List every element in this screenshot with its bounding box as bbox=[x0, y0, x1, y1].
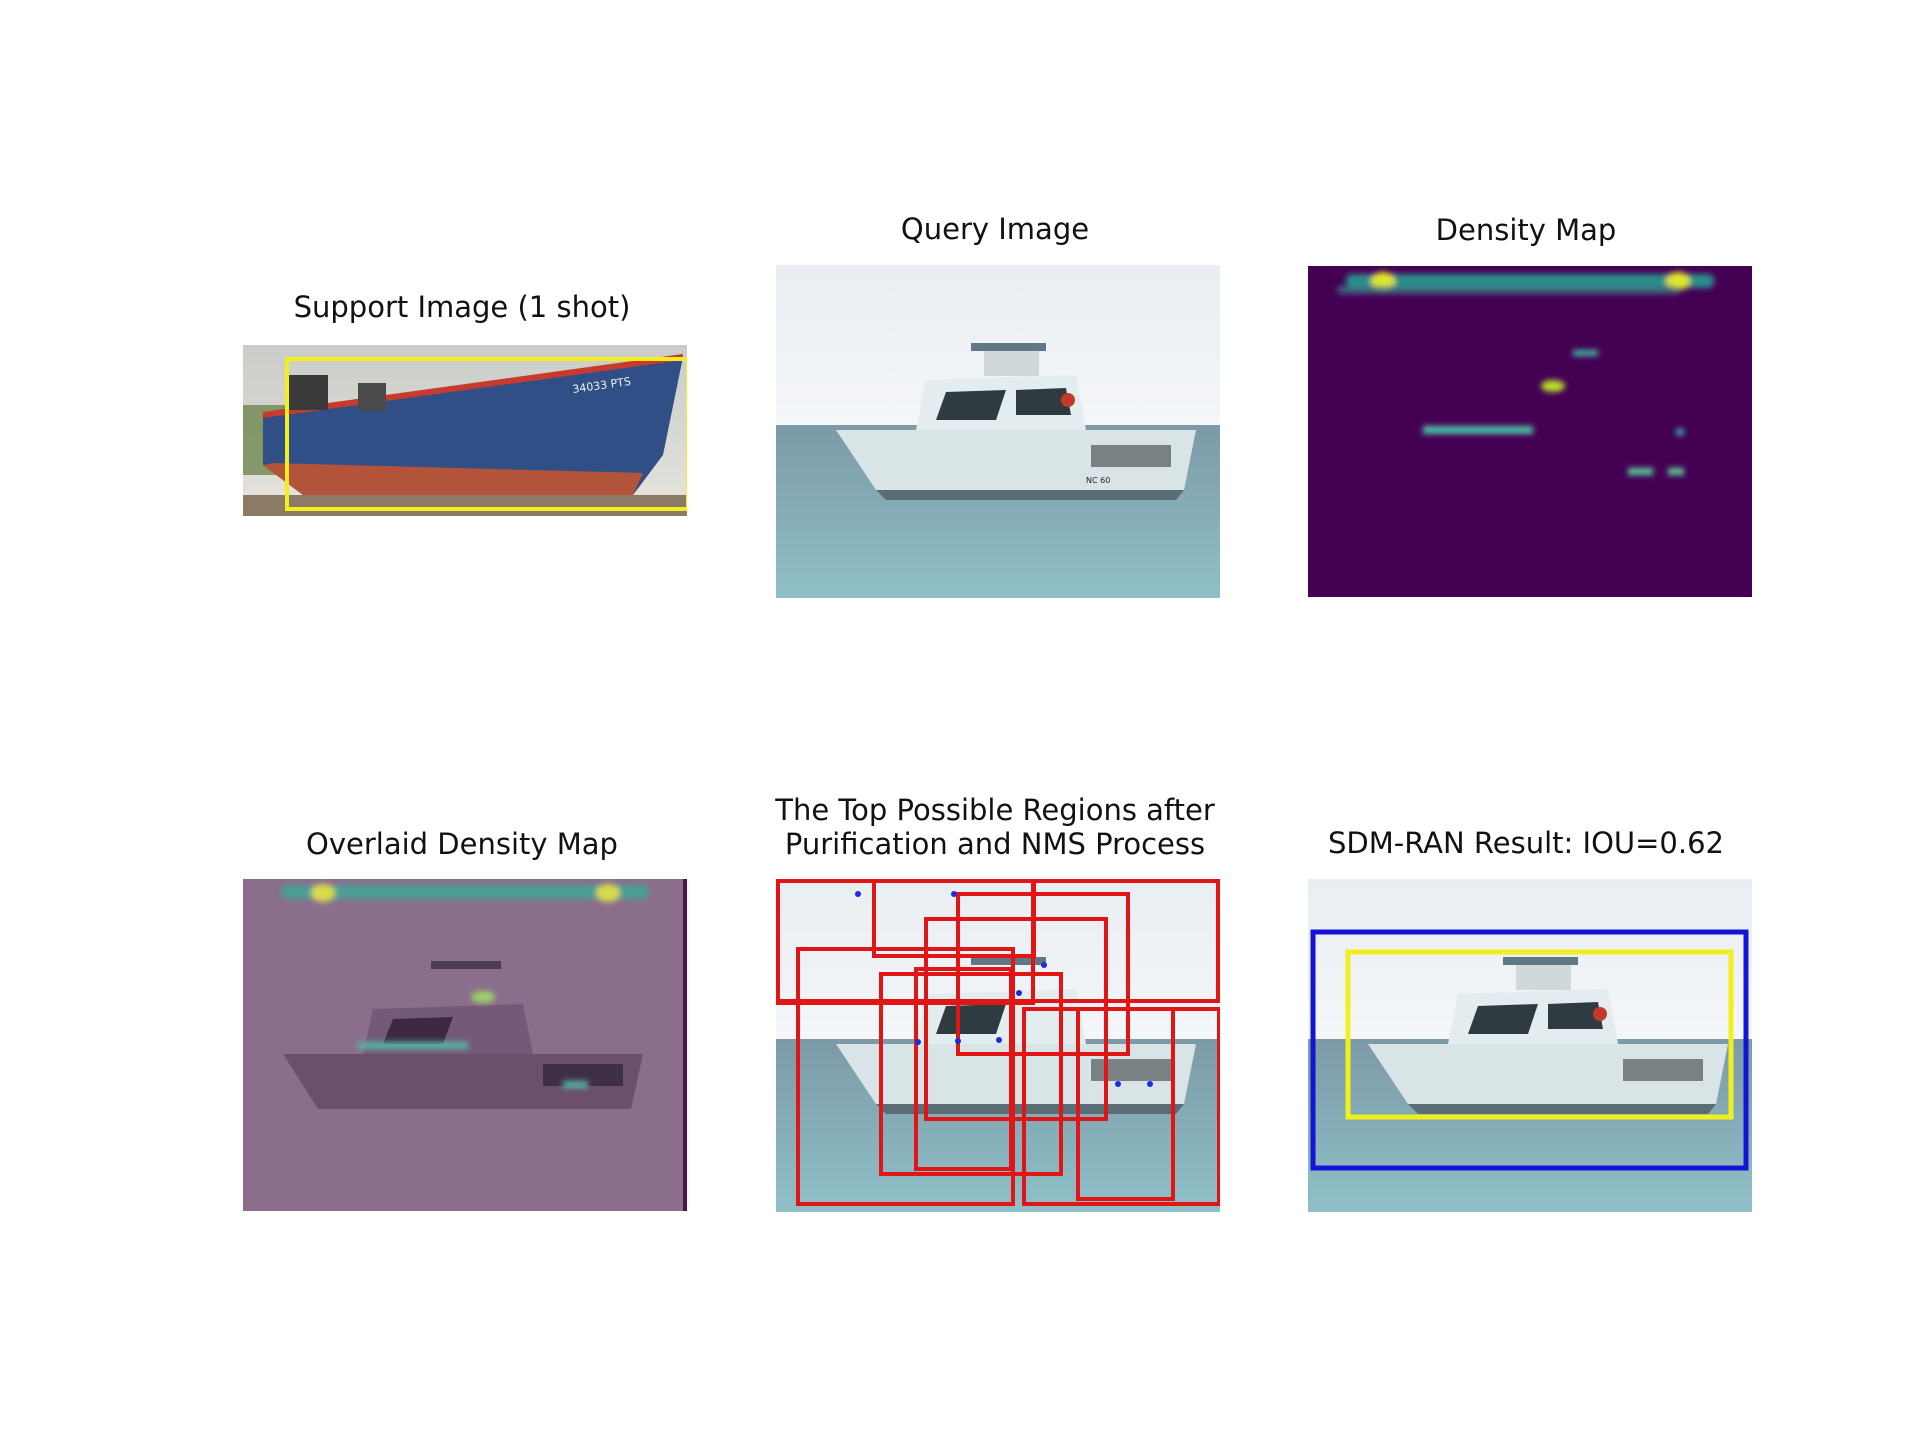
query-image-title: Query Image bbox=[900, 212, 1090, 246]
query-boat-name: NC 60 bbox=[1086, 476, 1110, 485]
density-map-title: Density Map bbox=[1435, 213, 1617, 247]
overlaid-density-map-title: Overlaid Density Map bbox=[306, 827, 618, 861]
result-title: SDM-RAN Result: IOU=0.62 bbox=[1327, 826, 1725, 860]
support-image-title: Support Image (1 shot) bbox=[293, 290, 631, 324]
result-image bbox=[1308, 879, 1752, 1212]
query-image: NC 60 bbox=[776, 265, 1220, 598]
point-markers bbox=[855, 891, 1153, 1087]
ground-truth-box bbox=[1345, 949, 1734, 1120]
support-box bbox=[285, 357, 687, 511]
density-map bbox=[1308, 266, 1752, 597]
prediction-box bbox=[1310, 929, 1749, 1171]
overlaid-density-map bbox=[243, 879, 687, 1211]
top-regions-title: The Top Possible Regions after Purificat… bbox=[775, 793, 1215, 861]
top-regions-image bbox=[776, 879, 1220, 1212]
region-boxes bbox=[776, 879, 1220, 1206]
support-image: 34033 PTS bbox=[243, 345, 687, 516]
